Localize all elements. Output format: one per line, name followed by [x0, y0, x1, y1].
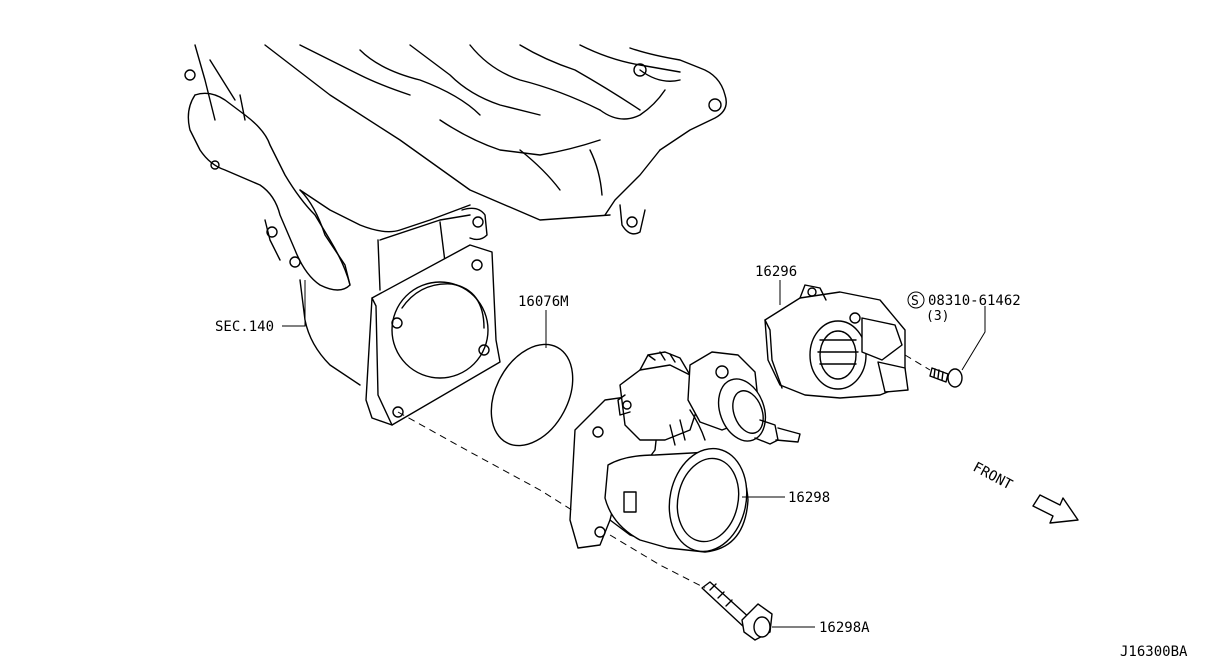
label-manifold-ref: SEC.140: [215, 319, 274, 335]
label-sensor: 16296: [755, 264, 797, 280]
sensor-drawing: [764, 284, 909, 399]
bolt-drawing: [701, 581, 773, 641]
label-screw-number: 08310-61462: [928, 293, 1021, 309]
front-label: FRONT: [970, 459, 1015, 493]
label-gasket: 16076M: [518, 294, 569, 310]
diagram-code: J16300BA: [1120, 644, 1188, 660]
leader-lines: [282, 280, 986, 628]
front-direction-indicator: FRONT: [970, 459, 1079, 524]
screw-symbol-letter: S: [911, 294, 919, 309]
screw-symbol: S: [907, 291, 925, 309]
front-arrow-icon: [1032, 494, 1079, 524]
throttle-chamber-drawing: [569, 351, 801, 553]
label-throttle-chamber: 16298: [788, 490, 830, 506]
gasket-drawing: [490, 343, 574, 447]
intake-manifold-drawing: [184, 44, 727, 426]
label-screw-qty: (3): [926, 309, 949, 324]
label-bolt: 16298A: [819, 620, 870, 636]
screw-drawing: [929, 367, 963, 388]
assembly-lines: [397, 354, 931, 589]
